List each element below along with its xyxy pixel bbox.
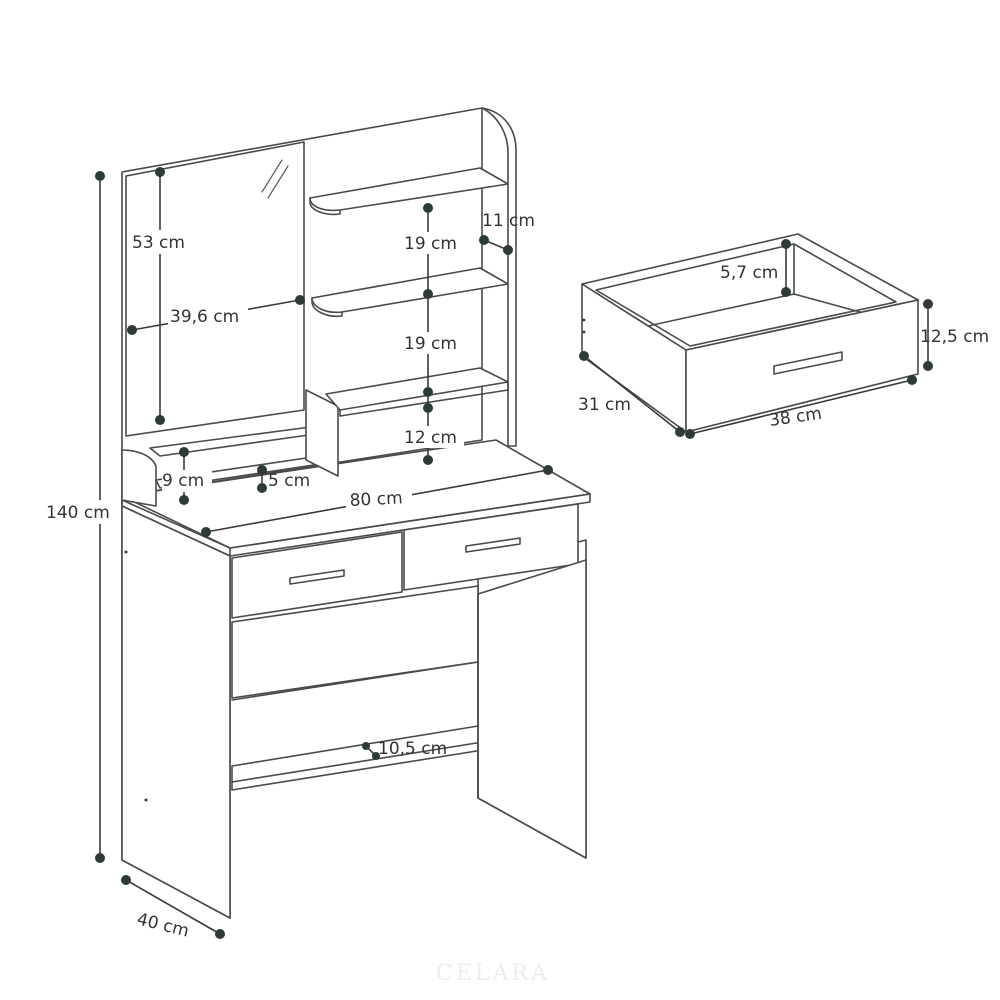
drawer-box-inner bbox=[595, 243, 897, 347]
drawer-right-handle bbox=[465, 537, 521, 553]
hutch-right-side bbox=[481, 107, 517, 447]
mirror-width-label: 39,6 cm bbox=[170, 307, 239, 327]
drawer-handle bbox=[773, 351, 843, 375]
drawer-left-handle bbox=[289, 569, 345, 585]
dimension-labels: 140 cm 40 cm 80 cm 53 cm 39,6 cm 19 cm 1… bbox=[44, 211, 989, 986]
small-shelf-depth-label: 5 cm bbox=[268, 471, 310, 491]
shelf-gap-top-label: 19 cm bbox=[404, 234, 457, 254]
drawer-inner-floor bbox=[793, 293, 861, 313]
dimension-lines bbox=[95, 167, 933, 939]
depth-label: 40 cm bbox=[135, 909, 191, 941]
divider-panel bbox=[305, 389, 339, 477]
total-height-label: 140 cm bbox=[46, 503, 110, 523]
shelf-top bbox=[309, 167, 509, 216]
mirror bbox=[125, 141, 305, 437]
back-panel-edge bbox=[231, 661, 479, 701]
drawer-mark bbox=[582, 330, 586, 334]
hutch-left-side bbox=[121, 449, 157, 507]
mirror-glint bbox=[261, 159, 283, 193]
drawer-depth-label: 31 cm bbox=[578, 395, 631, 415]
drawer-inner-height-label: 5,7 cm bbox=[720, 263, 778, 283]
footrest-depth-label: 10,5 cm bbox=[378, 739, 447, 759]
drawer-height-label: 12,5 cm bbox=[920, 327, 989, 347]
panel-mark bbox=[124, 550, 128, 554]
small-shelf-height-label: 9 cm bbox=[162, 471, 204, 491]
drawer-mark bbox=[582, 318, 586, 322]
width-label: 80 cm bbox=[349, 488, 403, 511]
hutch bbox=[121, 107, 517, 507]
shelf-gap-bottom-label: 12 cm bbox=[404, 428, 457, 448]
shelf-gap-middle-label: 19 cm bbox=[404, 334, 457, 354]
panel-mark bbox=[144, 798, 148, 802]
drawer-detail bbox=[581, 233, 919, 433]
mirror-height-label: 53 cm bbox=[132, 233, 185, 253]
shelf-depth-label: 11 cm bbox=[482, 211, 535, 231]
mirror-glint bbox=[267, 165, 289, 199]
shelf-middle bbox=[311, 267, 509, 318]
watermark: CELARA bbox=[436, 961, 550, 986]
right-front-leg bbox=[477, 559, 587, 859]
drawer-inner-floor bbox=[647, 293, 795, 327]
footrest bbox=[231, 725, 509, 783]
desk-top-edge bbox=[229, 493, 591, 549]
left-front-leg bbox=[121, 505, 231, 919]
